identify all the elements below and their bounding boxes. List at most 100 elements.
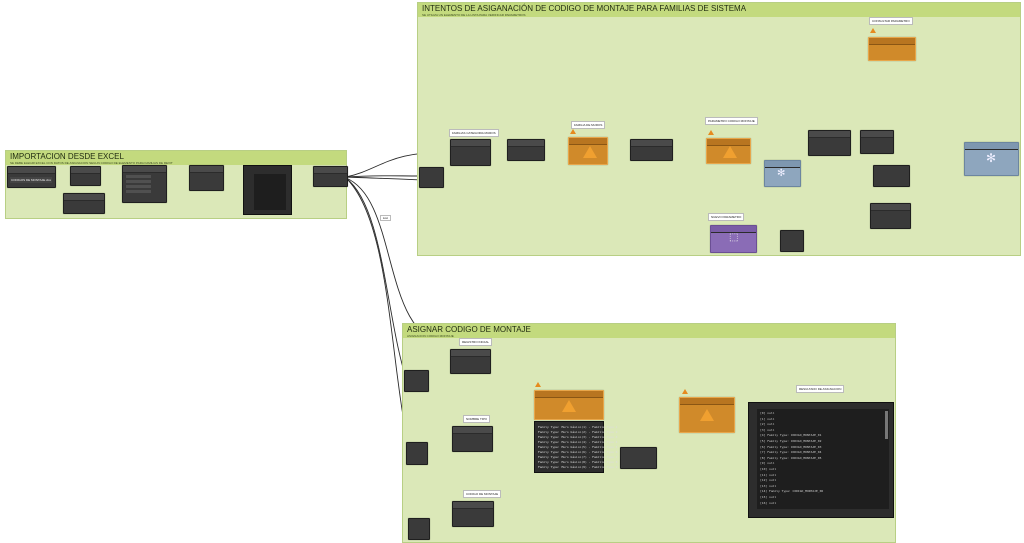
wire-label: List bbox=[380, 215, 391, 221]
scrollbar[interactable] bbox=[885, 411, 888, 439]
result-row: [15] null bbox=[760, 495, 777, 499]
group-description: ASIGNACION CODIGO MONTAJE bbox=[407, 334, 454, 338]
list-item: Family Type: Muro básico(9) - Familia Ty… bbox=[538, 465, 618, 469]
result-row: [6] Family Type: CODIGO_MONTAJE_03 bbox=[760, 444, 822, 449]
string-node[interactable] bbox=[873, 165, 910, 187]
file-path-node[interactable]: CODIGOS DE MONTAJE.xlsx bbox=[7, 166, 56, 188]
note-nuevo-parametro: NUEVO PARAMETRO bbox=[708, 213, 745, 221]
result-row: [7] Family Type: CODIGO_MONTAJE_04 bbox=[760, 450, 822, 455]
result-row: [14] Family Type: CODIGO_MONTAJE_06 bbox=[760, 489, 824, 494]
node-header bbox=[765, 161, 800, 168]
file-path-value: CODIGOS DE MONTAJE.xlsx bbox=[11, 178, 52, 182]
get-item-node[interactable] bbox=[313, 166, 348, 187]
result-row: [4] Family Type: CODIGO_MONTAJE_01 bbox=[760, 433, 822, 438]
number-node[interactable] bbox=[780, 230, 804, 252]
list-item: Family Type: Muro básico(6) - Familia Ty… bbox=[538, 450, 618, 454]
node-header bbox=[190, 166, 223, 173]
result-row: [0] null bbox=[760, 411, 775, 415]
index-input-node-3[interactable] bbox=[408, 518, 430, 540]
result-row: [13] null bbox=[760, 483, 777, 488]
list-item: Family Type: Muro básico(5) - Familia Ty… bbox=[538, 445, 618, 449]
list-item: Family Type: Muro básico(2) - Familia Ty… bbox=[538, 430, 618, 434]
node-header bbox=[453, 502, 493, 509]
group-title: ASIGNAR CODIGO DE MONTAJE bbox=[407, 325, 531, 334]
snowflake-icon: ✻ bbox=[777, 168, 786, 179]
list-item: Family Type: Muro básico(1) - Familia Ty… bbox=[538, 425, 618, 429]
watch-list-area bbox=[757, 409, 889, 509]
get-item-at-index-node[interactable] bbox=[450, 349, 491, 374]
get-item-code-node[interactable] bbox=[452, 501, 494, 527]
file-from-path-node[interactable] bbox=[70, 166, 101, 186]
warning-icon bbox=[535, 382, 541, 387]
group-title: INTENTOS DE ASIGANACIÓN DE CODIGO DE MON… bbox=[422, 4, 747, 13]
warning-icon bbox=[700, 409, 714, 421]
set-parameter-node-warning[interactable] bbox=[706, 138, 751, 164]
list-item: Family Type: Muro básico(4) - Familia Ty… bbox=[538, 440, 618, 444]
result-row: [9] null bbox=[760, 461, 775, 466]
note-parametro-codigo: PARAMETRO CODIGO MONTAJE bbox=[705, 117, 758, 125]
snowflake-icon: ✻ bbox=[986, 151, 997, 165]
node-header bbox=[869, 38, 915, 45]
categories-node[interactable] bbox=[450, 139, 491, 166]
node-header bbox=[965, 143, 1018, 150]
watch-result-node[interactable]: [0] null[1] null[2] null[3] null[4] Fami… bbox=[748, 402, 894, 518]
watch-list-area bbox=[254, 174, 286, 210]
node-header bbox=[809, 131, 850, 138]
boolean-node[interactable] bbox=[63, 193, 105, 214]
node-header bbox=[508, 140, 544, 147]
element-set-parameter-node-warning[interactable] bbox=[534, 390, 604, 420]
node-header bbox=[871, 204, 910, 211]
result-row: [10] null bbox=[760, 467, 777, 471]
port-row[interactable] bbox=[126, 190, 151, 193]
category-input-node[interactable] bbox=[419, 167, 444, 188]
warning-icon bbox=[682, 389, 688, 394]
note-codigo-montaje: CODIGO DE MONTAJE bbox=[463, 490, 502, 498]
set-parameter-node-warning-2[interactable] bbox=[679, 397, 735, 433]
port-row[interactable] bbox=[126, 185, 151, 188]
group-header: INTENTOS DE ASIGANACIÓN DE CODIGO DE MON… bbox=[418, 3, 1020, 17]
list-transpose-node[interactable] bbox=[189, 165, 224, 191]
element-type-node-warning[interactable] bbox=[568, 137, 608, 165]
code-block-node[interactable] bbox=[860, 130, 894, 154]
node-header bbox=[631, 140, 672, 147]
index-input-node-2[interactable] bbox=[406, 442, 428, 465]
get-item-type-node[interactable] bbox=[452, 426, 493, 452]
node-header bbox=[123, 166, 166, 173]
node-header bbox=[64, 194, 104, 201]
warning-icon bbox=[583, 146, 597, 158]
warning-icon bbox=[708, 130, 714, 135]
string-input-node[interactable] bbox=[620, 447, 657, 469]
list-item: Family Type: Muro básico(7) - Familia Ty… bbox=[538, 455, 618, 459]
file-path-field[interactable] bbox=[10, 177, 52, 183]
note-registro-inicial: REGISTRO INICIAL bbox=[459, 338, 493, 346]
port-row[interactable] bbox=[126, 175, 151, 178]
parameter-value-node-warning[interactable] bbox=[868, 37, 916, 61]
warning-icon bbox=[870, 28, 876, 33]
get-parameter-node[interactable] bbox=[630, 139, 673, 161]
parameter-name-node[interactable] bbox=[808, 130, 851, 156]
node-header bbox=[453, 427, 492, 434]
warning-icon bbox=[562, 400, 576, 412]
result-row: [16] null bbox=[760, 500, 777, 505]
group-description: SE UTILIZA UN ELEMENTO DE LA LISTA PARA … bbox=[422, 13, 526, 17]
watch-3d-node[interactable]: ✻ bbox=[764, 160, 801, 187]
watch-node-import[interactable] bbox=[243, 165, 292, 215]
node-header bbox=[707, 139, 750, 146]
all-elements-node[interactable] bbox=[507, 139, 545, 161]
excel-import-node[interactable] bbox=[122, 165, 167, 203]
node-header bbox=[680, 398, 734, 405]
preview-list-panel: Family Type: Muro básico(1) - Familia Ty… bbox=[534, 421, 617, 473]
dictionary-node[interactable]: ✻ bbox=[964, 142, 1019, 176]
list-item: Family Type: Muro básico(8) - Familia Ty… bbox=[538, 460, 618, 464]
node-header bbox=[711, 226, 756, 233]
list-create-node[interactable] bbox=[870, 203, 911, 229]
group-importacion-excel[interactable]: IMPORTACION DESDE EXCEL SE DEBE ELEGIR E… bbox=[5, 150, 347, 219]
list-item: Family Type: Muro básico(3) - Familia Ty… bbox=[538, 435, 618, 439]
group-description: SE DEBE ELEGIR EXCEL CON DATOS DE ASIGNA… bbox=[10, 161, 173, 165]
custom-node[interactable]: ⬚ bbox=[710, 225, 757, 253]
index-input-node[interactable] bbox=[404, 370, 429, 392]
package-icon: ⬚ bbox=[729, 232, 739, 243]
port-row[interactable] bbox=[126, 180, 151, 183]
note-familias-muros: FAMILIAS CATEGORIA MUROS bbox=[449, 129, 499, 137]
node-header bbox=[71, 167, 100, 174]
